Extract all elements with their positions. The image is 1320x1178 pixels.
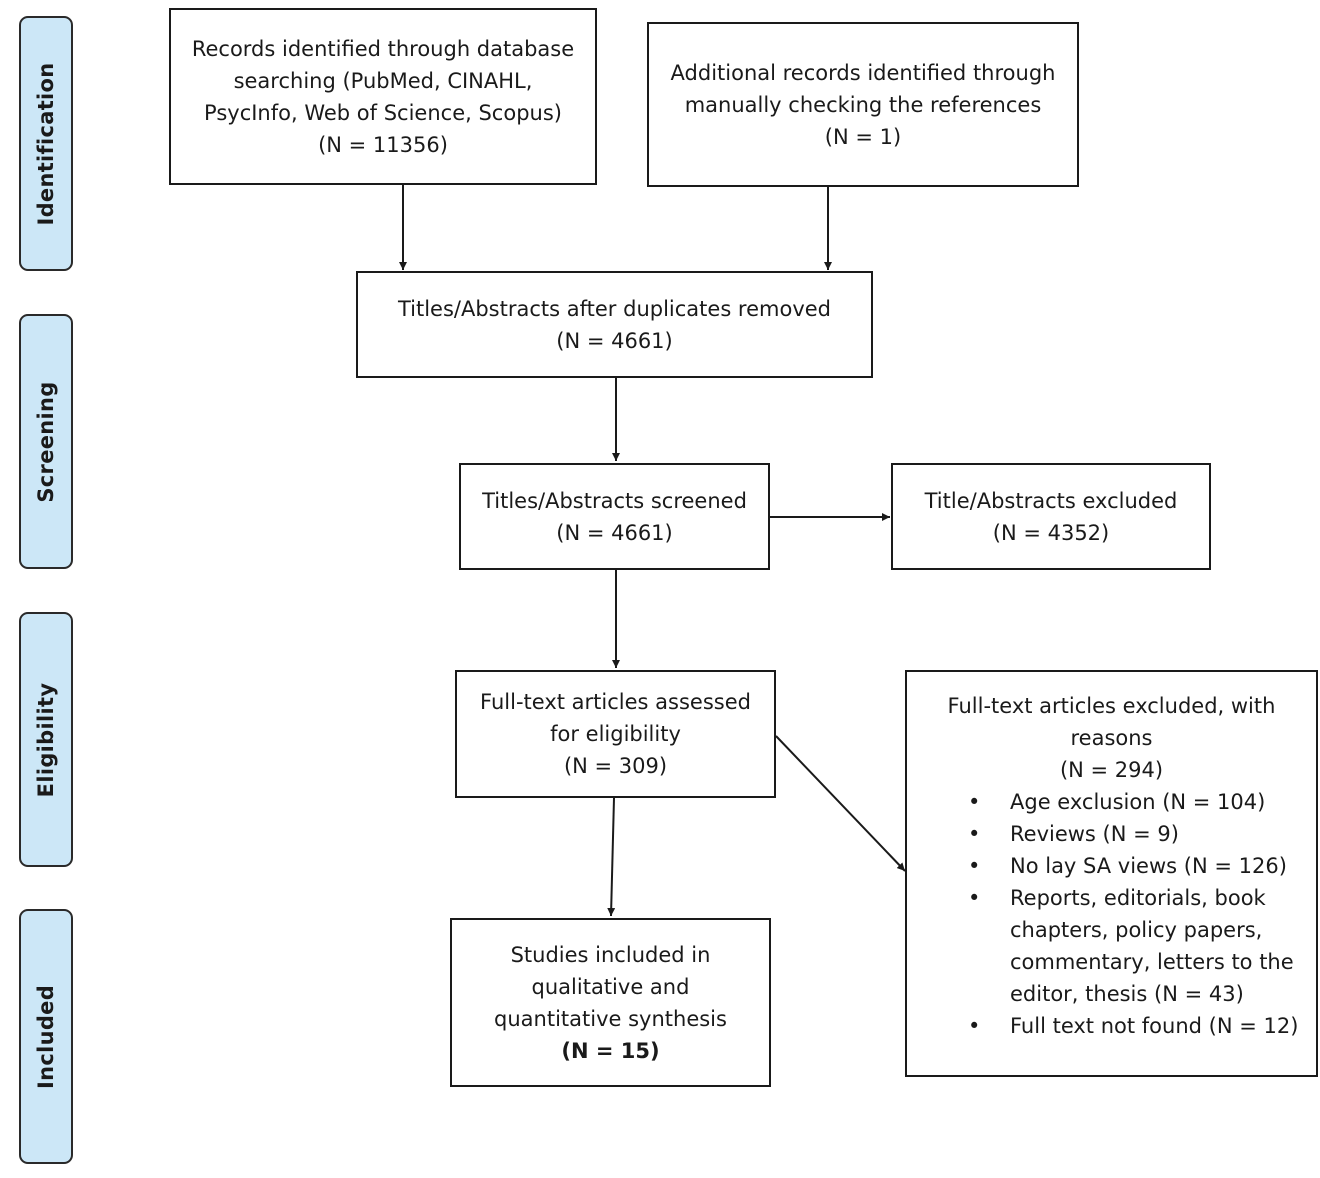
box-text-line: Title/Abstracts excluded bbox=[924, 488, 1178, 513]
reason-text: Full text not found (N = 12) bbox=[1010, 1014, 1299, 1038]
box-text-line: quantitative synthesis bbox=[494, 1006, 727, 1031]
database-records-box: Records identified through database sear… bbox=[169, 8, 597, 185]
box-text-line: (N = 4661) bbox=[556, 328, 673, 353]
reason-text: No lay SA views (N = 126) bbox=[1010, 854, 1287, 878]
stage-identification: Identification bbox=[19, 16, 73, 271]
bullet-icon: • bbox=[968, 790, 981, 814]
box-text-line: (N = 4352) bbox=[992, 520, 1110, 545]
list-item: • Reviews (N = 9) bbox=[907, 818, 1316, 850]
arrow-fulltext-to-excluded bbox=[775, 735, 906, 872]
fulltext-excluded-box: Full-text articles excluded, with reason… bbox=[905, 670, 1318, 1077]
box-text-line: Additional records identified through bbox=[670, 60, 1056, 85]
bullet-icon: • bbox=[968, 1014, 981, 1038]
box-text-line: for eligibility bbox=[550, 722, 681, 746]
reason-text: editor, thesis (N = 43) bbox=[1010, 982, 1244, 1006]
box-text-line: reasons bbox=[1070, 726, 1153, 750]
list-item: • Age exclusion (N = 104) bbox=[907, 786, 1316, 818]
stage-included: Included bbox=[19, 909, 73, 1164]
fulltext-assessed-box: Full-text articles assessed for eligibil… bbox=[455, 670, 776, 798]
additional-records-box: Additional records identified through ma… bbox=[647, 22, 1079, 187]
reason-text: Reviews (N = 9) bbox=[1010, 822, 1179, 846]
bullet-icon: • bbox=[968, 822, 981, 846]
reason-text: commentary, letters to the bbox=[1010, 950, 1294, 974]
included-studies-box: Studies included in qualitative and quan… bbox=[450, 918, 771, 1087]
reason-text: chapters, policy papers, bbox=[1010, 918, 1263, 942]
screened-box: Titles/Abstracts screened (N = 4661) bbox=[459, 463, 770, 570]
bullet-icon: • bbox=[968, 854, 981, 878]
box-text-line: manually checking the references bbox=[684, 92, 1042, 117]
box-text-line: Full-text articles excluded, with bbox=[947, 694, 1276, 718]
bullet-icon: • bbox=[968, 886, 981, 910]
box-text-line: searching (PubMed, CINAHL, bbox=[233, 68, 533, 93]
stage-eligibility: Eligibility bbox=[19, 612, 73, 867]
stage-screening: Screening bbox=[19, 314, 73, 569]
arrow-fulltext-to-included bbox=[607, 797, 616, 917]
reason-text: Age exclusion (N = 104) bbox=[1010, 790, 1266, 814]
box-text-line: (N = 1) bbox=[824, 124, 902, 149]
box-text-line: (N = 309) bbox=[563, 754, 668, 778]
box-text-line: (N = 294) bbox=[1059, 758, 1164, 782]
box-text-line: Titles/Abstracts screened bbox=[482, 488, 747, 513]
reason-text: Reports, editorials, book bbox=[1010, 886, 1266, 910]
excluded-abstracts-box: Title/Abstracts excluded (N = 4352) bbox=[891, 463, 1211, 570]
box-text-line: Records identified through database bbox=[191, 36, 575, 61]
box-text-line: (N = 4661) bbox=[556, 520, 673, 545]
exclusion-reasons-list: • Age exclusion (N = 104) • Reviews (N =… bbox=[907, 786, 1316, 1042]
list-item: • No lay SA views (N = 126) bbox=[907, 850, 1316, 882]
box-text-line: Full-text articles assessed bbox=[480, 690, 751, 714]
included-total: (N = 15) bbox=[561, 1038, 660, 1063]
list-item: • Full text not found (N = 12) bbox=[907, 1010, 1316, 1042]
box-text-line: PsycInfo, Web of Science, Scopus) bbox=[204, 100, 562, 125]
duplicates-removed-box: Titles/Abstracts after duplicates remove… bbox=[356, 271, 873, 378]
box-text-line: Studies included in bbox=[510, 942, 711, 967]
box-text-line: (N = 11356) bbox=[318, 132, 448, 157]
box-text-line: Titles/Abstracts after duplicates remove… bbox=[397, 296, 832, 321]
box-text-line: qualitative and bbox=[531, 974, 690, 999]
list-item: • Reports, editorials, book chapters, po… bbox=[907, 882, 1316, 1010]
